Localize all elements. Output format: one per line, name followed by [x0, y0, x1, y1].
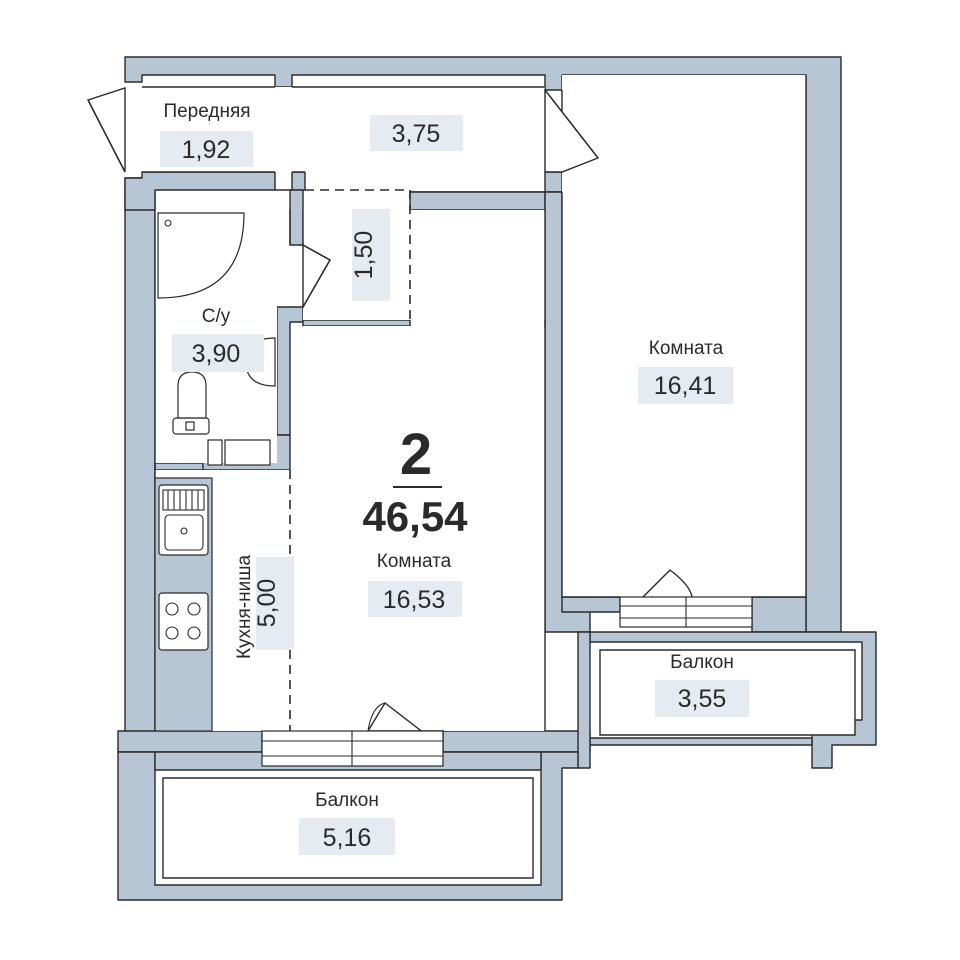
- entrance-door: [87, 87, 126, 173]
- balcony-bottom-name: Балкон: [315, 790, 379, 811]
- toilet-icon: [172, 371, 210, 435]
- wall-right-bottom-2: [751, 596, 807, 633]
- room-center: Комната 16,53: [368, 551, 462, 617]
- room-center-area: 16,53: [383, 586, 446, 614]
- room-bathroom: С/у 3,90: [172, 306, 264, 372]
- room-perednyaya: Передняя 1,92: [160, 101, 253, 167]
- room-perednyaya-area: 1,92: [182, 136, 231, 164]
- bathroom-fixtures: [157, 212, 276, 466]
- room-right-name: Комната: [649, 338, 724, 359]
- wall-balcony-right-bottom: [589, 737, 813, 746]
- wall-right-bottom: [561, 596, 621, 613]
- wall-hall-right: [409, 171, 563, 193]
- room-bathroom-area: 3,90: [192, 340, 241, 368]
- balcony-bottom-area: 5,16: [323, 824, 372, 852]
- rooms-count: 2: [400, 422, 432, 487]
- balcony-bottom: Балкон 5,16: [299, 790, 395, 855]
- balcony-right: Балкон 3,55: [655, 652, 749, 717]
- room-right: Комната 16,41: [638, 338, 733, 404]
- wall-hall-bottom: [124, 171, 306, 211]
- balcony-right-name: Балкон: [670, 652, 734, 673]
- zone-dashes: [289, 189, 411, 731]
- wall-bath-bottom: [154, 462, 206, 471]
- room-center-name: Комната: [377, 551, 452, 572]
- room-bathroom-name: С/у: [202, 306, 231, 327]
- apartment-summary: 2 46,54: [362, 422, 468, 540]
- wall-balcony-bottom: [117, 751, 579, 901]
- room-hall: 3,75: [370, 115, 463, 151]
- total-area: 46,54: [362, 493, 468, 540]
- wall-bath-right: [289, 189, 304, 246]
- wall-balcony-right: [589, 631, 877, 769]
- stove-icon: [158, 592, 209, 651]
- labels: Передняя 1,92 3,75 1,50 С/у 3,90 Кухня-н…: [160, 101, 749, 855]
- room-hall-area: 3,75: [392, 120, 441, 148]
- windows: [261, 596, 753, 767]
- corridor-dash: [305, 189, 411, 320]
- wall-room-top: [409, 191, 546, 211]
- shower-icon: [157, 212, 245, 299]
- kitchen-fixtures: [154, 477, 213, 732]
- sink-icon: [158, 484, 209, 556]
- wall-center-bottom: [117, 730, 263, 753]
- room-right-area: 16,41: [654, 372, 717, 400]
- wall-balcony-right-left: [577, 631, 591, 769]
- wall-center-bottom-right: [442, 730, 591, 753]
- wall-corridor-bottom: [302, 319, 411, 327]
- wall-bath-right-lower: [276, 306, 304, 436]
- outlines: [142, 75, 856, 879]
- room-kitchen-name: Кухня-ниша: [234, 555, 255, 660]
- room-perednyaya-name: Передняя: [163, 101, 250, 122]
- room-kitchen-area: 5,00: [253, 579, 281, 628]
- room-corridor: 1,50: [350, 209, 390, 301]
- balcony-right-area: 3,55: [678, 685, 727, 713]
- room-corridor-area: 1,50: [350, 231, 378, 280]
- wall-left: [124, 177, 156, 741]
- room-kitchen: Кухня-ниша 5,00: [234, 555, 294, 660]
